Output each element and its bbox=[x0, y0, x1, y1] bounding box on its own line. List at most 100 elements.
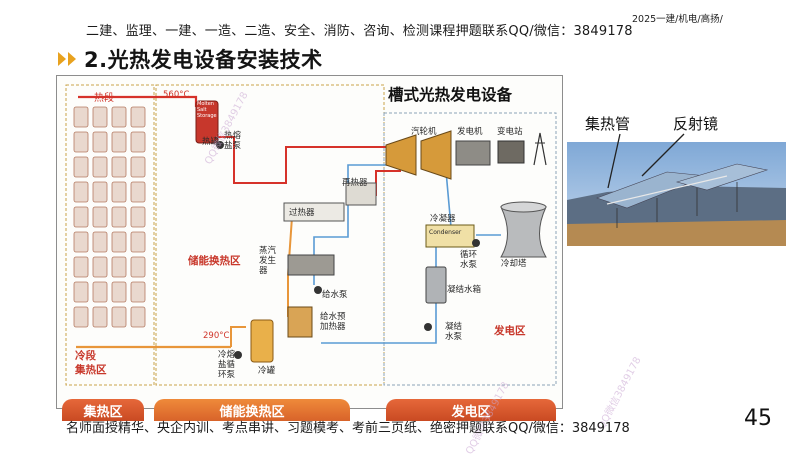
collector-panel bbox=[73, 231, 89, 253]
photo-label-tube: 集热管 bbox=[585, 115, 631, 133]
collector-panel bbox=[92, 131, 108, 153]
zone-tab-storage: 储能换热区 bbox=[154, 399, 350, 421]
collector-panel bbox=[92, 281, 108, 303]
label-circ-pump: 循环水泵 bbox=[460, 250, 478, 270]
collector-panel bbox=[73, 256, 89, 278]
preheater bbox=[287, 306, 313, 338]
water-line bbox=[313, 164, 388, 285]
superheater bbox=[283, 202, 345, 222]
transformer bbox=[497, 140, 525, 164]
label-condenser-tag: Condenser bbox=[429, 229, 462, 236]
photo-pointer-lines bbox=[607, 133, 685, 189]
corner-tag: 2025一建/机电/高扬/ bbox=[632, 14, 723, 25]
label-feed-pump: 给水泵 bbox=[322, 290, 348, 300]
cold-salt-pump bbox=[234, 351, 242, 359]
collector-panel bbox=[130, 156, 146, 178]
label-collector-zone: 集热区 bbox=[75, 364, 107, 376]
feed-pump bbox=[314, 286, 322, 294]
collector-panel bbox=[130, 306, 146, 328]
cold-line-2 bbox=[230, 326, 246, 347]
title-block: 2.光热发电设备安装技术 bbox=[58, 44, 323, 74]
photo-label-mirror: 反射镜 bbox=[673, 115, 719, 133]
collector-panel bbox=[73, 181, 89, 203]
collector-panel bbox=[130, 131, 146, 153]
condenser bbox=[425, 224, 475, 248]
steam-generator bbox=[287, 254, 335, 276]
collector-panel bbox=[92, 231, 108, 253]
collector-panels bbox=[73, 106, 146, 328]
zone-tab-collector: 集热区 bbox=[62, 399, 144, 421]
chevron-right-icon bbox=[68, 52, 76, 66]
label-hot-tank: 热罐 bbox=[202, 137, 220, 147]
label-temp-hot: 560°C bbox=[163, 90, 190, 100]
generator bbox=[455, 140, 491, 166]
collector-panel bbox=[111, 231, 127, 253]
collector-panel bbox=[92, 181, 108, 203]
collector-panel bbox=[92, 206, 108, 228]
label-cond-pump: 凝结水泵 bbox=[445, 322, 463, 342]
hot-line-2 bbox=[216, 136, 396, 184]
zone-tab-power: 发电区 bbox=[386, 399, 556, 421]
collector-panel bbox=[73, 281, 89, 303]
collector-panel bbox=[73, 206, 89, 228]
collector-panel bbox=[73, 156, 89, 178]
label-reheater: 再热器 bbox=[342, 178, 368, 188]
collector-panel bbox=[73, 306, 89, 328]
collector-panel bbox=[130, 206, 146, 228]
label-transformer: 变电站 bbox=[497, 127, 523, 137]
label-condenser: 冷凝器 bbox=[430, 214, 456, 224]
collector-zone-box bbox=[65, 84, 155, 386]
label-preheater: 给水预加热器 bbox=[320, 312, 346, 332]
collector-panel bbox=[92, 256, 108, 278]
power-pylon bbox=[533, 132, 547, 166]
collector-panel bbox=[73, 131, 89, 153]
label-power-zone: 发电区 bbox=[494, 325, 526, 337]
label-storage-zone: 储能换热区 bbox=[188, 255, 241, 267]
label-cold-salt-pump: 冷熔盐循环泵 bbox=[218, 350, 236, 380]
label-tank-tag: Molten Salt Storage bbox=[197, 101, 217, 119]
circ-pump bbox=[472, 239, 480, 247]
label-cold-section: 冷段 bbox=[75, 350, 96, 362]
trough-photo bbox=[567, 142, 786, 246]
cond-pump bbox=[424, 323, 432, 331]
bottom-banner: 名师面授精华、央企内训、考点串讲、习题模考、考前三页纸、绝密押题联系QQ/微信：… bbox=[66, 421, 630, 436]
collector-panel bbox=[92, 306, 108, 328]
collector-panel bbox=[111, 281, 127, 303]
collector-panel bbox=[111, 256, 127, 278]
collector-panel bbox=[111, 181, 127, 203]
hot-salt-pump bbox=[216, 141, 224, 149]
collector-panel bbox=[111, 106, 127, 128]
collector-panel bbox=[92, 106, 108, 128]
collector-panel bbox=[130, 256, 146, 278]
collector-panel bbox=[130, 181, 146, 203]
cold-tank bbox=[250, 319, 274, 363]
collector-panel bbox=[130, 106, 146, 128]
hot-tank bbox=[195, 100, 219, 144]
collector-panel bbox=[73, 106, 89, 128]
label-temp-cold: 290°C bbox=[203, 331, 230, 341]
collector-panel bbox=[111, 131, 127, 153]
label-cooling-tower: 冷却塔 bbox=[501, 259, 527, 269]
collector-panel bbox=[111, 156, 127, 178]
turbine-hp bbox=[385, 134, 417, 176]
collector-panel bbox=[92, 156, 108, 178]
label-generator: 发电机 bbox=[457, 127, 483, 137]
page-number: 45 bbox=[744, 406, 772, 431]
label-hot-salt-pump: 热熔盐泵 bbox=[224, 131, 242, 151]
collector-panel bbox=[111, 206, 127, 228]
cooling-tower bbox=[500, 206, 547, 258]
collector-panel bbox=[130, 231, 146, 253]
reheater bbox=[345, 182, 377, 206]
label-hot-section: 热段 bbox=[94, 93, 114, 104]
water-tank bbox=[425, 266, 447, 304]
turbine-lp bbox=[420, 130, 452, 180]
label-turbine: 汽轮机 bbox=[411, 127, 437, 137]
label-steam-generator: 蒸汽发生器 bbox=[259, 246, 277, 276]
top-banner: 二建、监理、一建、一造、二造、安全、消防、咨询、检测课程押题联系QQ/微信：38… bbox=[86, 24, 633, 39]
chevron-right-icon bbox=[58, 52, 66, 66]
diagram-title: 槽式光热发电设备 bbox=[388, 86, 513, 104]
power-zone-box bbox=[383, 112, 557, 386]
page-title: 2.光热发电设备安装技术 bbox=[84, 48, 323, 72]
collector-panel bbox=[111, 306, 127, 328]
collector-panel bbox=[130, 281, 146, 303]
